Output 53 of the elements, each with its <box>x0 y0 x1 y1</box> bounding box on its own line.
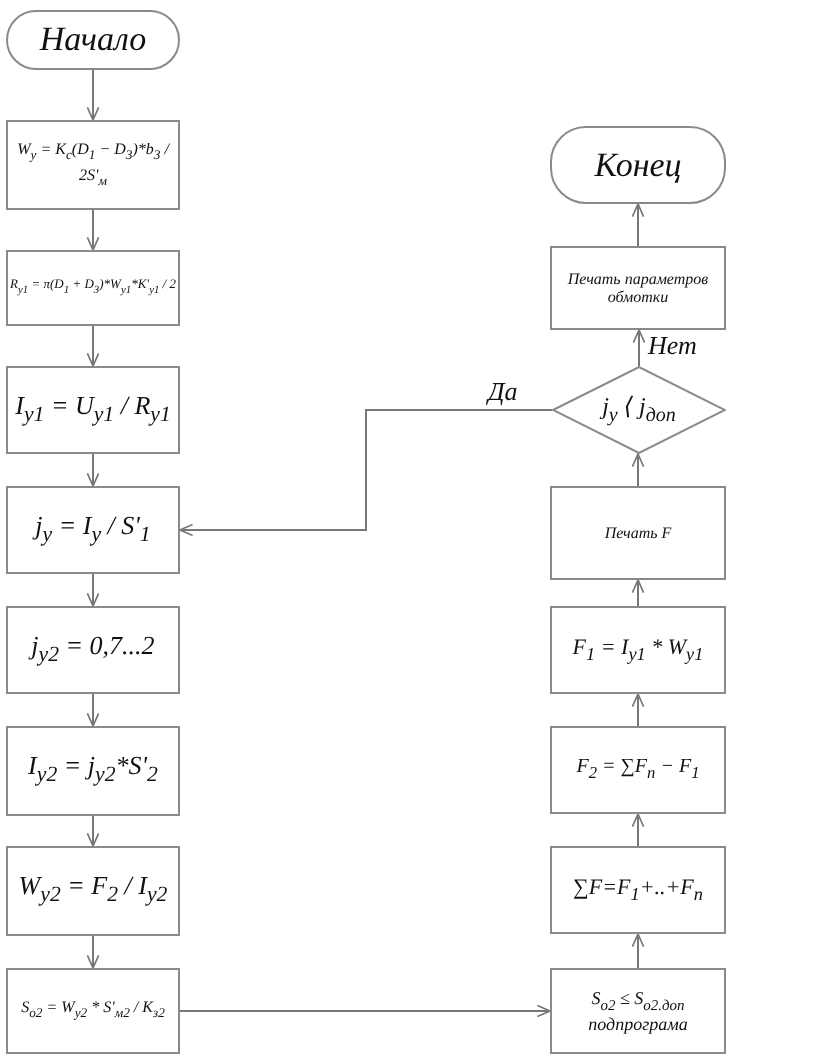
arrow <box>86 209 100 251</box>
formula-text: W$_{y2}$ = F$_{2}$ / I$_{y2}$ <box>18 872 168 910</box>
edge-label: Нет <box>648 332 697 358</box>
formula-text: j$_{y2}$ = 0,7...2 <box>31 631 155 669</box>
formula-text: W$_{y}$ = K$_{c}$(D$_{1}$ − D$_{3}$)*b$_{3}$ / 2S'$_{м}$ <box>15 140 172 190</box>
arrow <box>631 693 645 727</box>
formula-text: j$_{y}$ ⟨ j$_{доп}$ <box>602 393 676 427</box>
arrow <box>631 203 645 247</box>
process-box <box>550 486 726 580</box>
process-box <box>6 366 180 454</box>
arrow <box>86 325 100 367</box>
formula-text: S$_{o2}$ = W$_{y2}$ * S'$_{м2}$ / K$_{з2}$ <box>21 998 165 1024</box>
process-box <box>6 606 180 694</box>
arrow <box>86 693 100 727</box>
formula-text: Печать параметров обмотки <box>565 269 711 307</box>
formula-text: F$_{2}$ = ∑F$_{n}$ − F$_{1}$ <box>576 756 700 784</box>
process-box <box>550 246 726 330</box>
formula-text: Печать F <box>604 523 672 543</box>
arrow <box>631 813 645 847</box>
formula-text: F$_{1}$ = I$_{y1}$ * W$_{y1}$ <box>572 635 704 665</box>
process-box <box>6 726 180 816</box>
formula-text: I$_{y1}$ = U$_{y1}$ / R$_{y1}$ <box>15 391 171 429</box>
process-box <box>6 846 180 936</box>
process-box <box>6 250 180 326</box>
arrow <box>86 453 100 487</box>
formula-text: ∑F=F$_{1}$+..+F$_{n}$ <box>573 875 703 905</box>
arrow <box>179 1004 551 1018</box>
formula-text: подпрограма <box>588 1014 688 1035</box>
arrow <box>86 573 100 607</box>
process-box <box>6 968 180 1054</box>
arrow <box>631 453 645 487</box>
process-box <box>550 968 726 1054</box>
formula-text: j$_{y}$ = I$_{y}$ / S'$_{1}$ <box>35 511 151 549</box>
formula-text: S$_{o2}$ ≤ S$_{o2.доп}$ <box>591 987 685 1015</box>
formula-text: I$_{y2}$ = j$_{y2}$*S'$_{2}$ <box>28 752 158 790</box>
terminal-box <box>6 10 180 70</box>
arrow <box>631 579 645 607</box>
arrow <box>179 409 553 537</box>
terminal-label: Конец <box>594 145 682 185</box>
arrow <box>632 329 646 367</box>
process-box <box>550 846 726 934</box>
process-box <box>6 486 180 574</box>
decision-diamond <box>552 366 726 454</box>
arrow <box>86 935 100 969</box>
process-box <box>6 120 180 210</box>
process-box <box>550 606 726 694</box>
terminal-label: Начало <box>39 20 147 60</box>
process-box <box>550 726 726 814</box>
arrow <box>86 69 100 121</box>
terminal-box <box>550 126 726 204</box>
arrow <box>86 815 100 847</box>
edge-label: Да <box>488 378 518 404</box>
arrow <box>631 933 645 969</box>
